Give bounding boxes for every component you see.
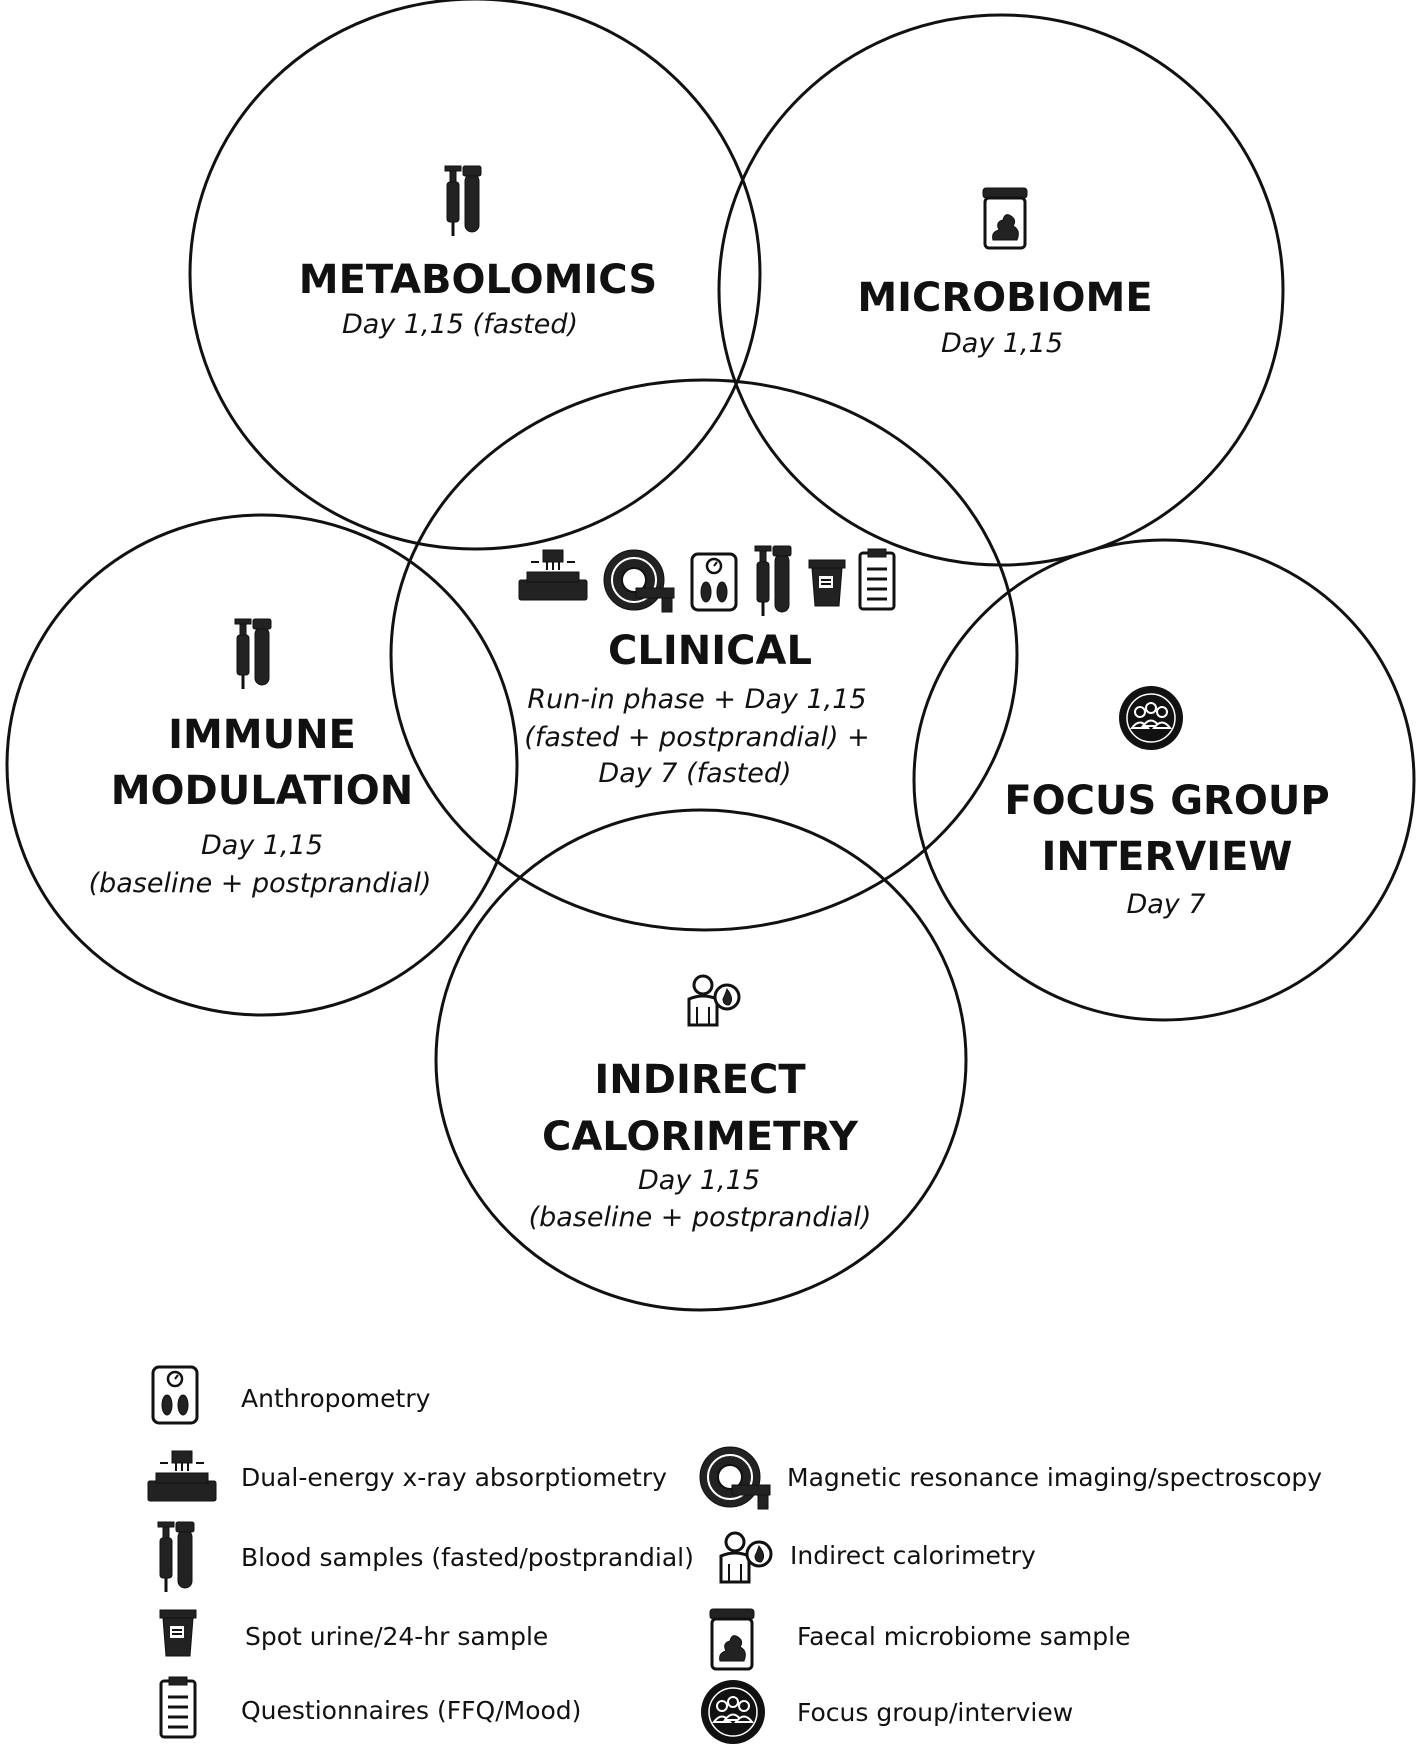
- faecal-sample-icon: [708, 1607, 756, 1671]
- calorimetry-subtitle-line2: (baseline + postprandial): [529, 1202, 872, 1233]
- legend-calorimetry: Indirect calorimetry: [790, 1541, 1036, 1570]
- faecal-sample-icon: [981, 186, 1029, 250]
- mri-scanner-icon: [699, 1446, 771, 1510]
- clipboard-icon: [159, 1675, 197, 1739]
- immune-title-line2: MODULATION: [111, 768, 413, 814]
- immune-subtitle-line2: (baseline + postprandial): [89, 868, 432, 899]
- calorimetry-subtitle-line1: Day 1,15: [638, 1165, 760, 1196]
- blood-sample-icon: [233, 617, 273, 691]
- group-icon: [700, 1679, 766, 1745]
- clinical-subtitle-line3: Day 7 (fasted): [598, 758, 791, 789]
- blood-sample-icon: [443, 164, 483, 238]
- clipboard-icon: [858, 547, 896, 611]
- legend-faecal: Faecal microbiome sample: [797, 1622, 1131, 1651]
- immune-title-line1: IMMUNE: [168, 712, 356, 758]
- immune-subtitle-line1: Day 1,15: [201, 830, 323, 861]
- legend: Anthropometry Dual-energy x-ray absorpti…: [147, 1365, 1322, 1745]
- focus-title-line1: FOCUS GROUP: [1004, 778, 1329, 824]
- legend-dxa: Dual-energy x-ray absorptiometry: [241, 1463, 667, 1492]
- person-flame-icon: [719, 1531, 773, 1584]
- legend-mri: Magnetic resonance imaging/spectroscopy: [787, 1463, 1322, 1492]
- metabolomics-circle: [188, 0, 762, 551]
- focus-subtitle: Day 7: [1126, 889, 1205, 920]
- legend-questionnaires: Questionnaires (FFQ/Mood): [241, 1696, 581, 1725]
- clinical-subtitle-line2: (fasted + postprandial) +: [524, 722, 869, 753]
- group-icon: [1118, 685, 1184, 751]
- metabolomics-title: METABOLOMICS: [299, 257, 657, 303]
- calorimetry-circle: [434, 808, 968, 1312]
- calorimetry-title-line1: INDIRECT: [594, 1057, 806, 1103]
- scale-icon: [690, 552, 738, 612]
- focus-title-line2: INTERVIEW: [1041, 834, 1292, 880]
- urine-cup-icon: [159, 1609, 197, 1657]
- legend-blood: Blood samples (fasted/postprandial): [241, 1543, 694, 1572]
- blood-sample-icon: [156, 1520, 196, 1594]
- scale-icon: [151, 1365, 199, 1425]
- clinical-subtitle-line1: Run-in phase + Day 1,15: [527, 684, 866, 715]
- microbiome-subtitle: Day 1,15: [941, 328, 1063, 359]
- clinical-circle: [389, 378, 1019, 932]
- calorimetry-title-line2: CALORIMETRY: [542, 1114, 859, 1160]
- immune-circle: [5, 513, 519, 1017]
- focus-circle: [912, 538, 1416, 1022]
- dxa-scanner-icon: [147, 1450, 217, 1502]
- legend-urine: Spot urine/24-hr sample: [245, 1622, 548, 1651]
- legend-anthropometry: Anthropometry: [241, 1384, 431, 1413]
- blood-sample-icon: [753, 544, 793, 618]
- metabolomics-subtitle: Day 1,15 (fasted): [342, 309, 578, 340]
- person-flame-icon: [687, 974, 741, 1027]
- clinical-title: CLINICAL: [608, 628, 812, 674]
- microbiome-title: MICROBIOME: [857, 275, 1152, 321]
- urine-cup-icon: [808, 559, 846, 607]
- mri-scanner-icon: [603, 549, 675, 613]
- legend-focus: Focus group/interview: [797, 1698, 1073, 1727]
- dxa-scanner-icon: [518, 549, 588, 601]
